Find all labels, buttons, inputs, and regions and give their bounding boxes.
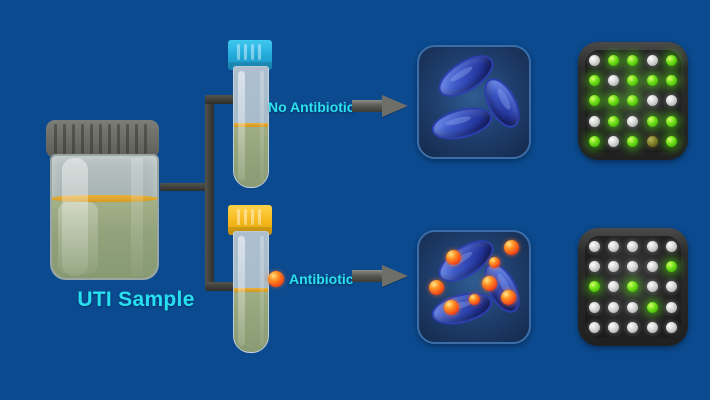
jar-lid-icon [46, 120, 159, 158]
well-r2-c4 [646, 261, 658, 273]
tube-glass [233, 231, 269, 353]
bracket-arm-top [205, 95, 237, 104]
well-r3-c5 [665, 281, 677, 293]
well-r4-c1 [589, 115, 601, 127]
well-r5-c4 [646, 136, 658, 148]
well-r4-c2 [608, 301, 620, 313]
bracket-spine [205, 95, 214, 291]
well-r1-c3 [627, 240, 639, 252]
well-r1-c1 [589, 240, 601, 252]
well-r5-c4 [646, 322, 658, 334]
well-r3-c4 [646, 95, 658, 107]
well-grid [585, 236, 681, 338]
tube-meniscus-line [234, 123, 268, 127]
well-r4-c4 [646, 115, 658, 127]
well-r1-c1 [589, 54, 601, 66]
well-grid [585, 50, 681, 152]
tube-highlight-right [260, 236, 264, 346]
well-r3-c4 [646, 281, 658, 293]
well-r1-c4 [646, 54, 658, 66]
well-r4-c3 [627, 115, 639, 127]
bracket-arm-bottom [205, 282, 237, 291]
well-r1-c2 [608, 54, 620, 66]
well-r2-c3 [627, 75, 639, 87]
well-r1-c2 [608, 240, 620, 252]
well-r1-c4 [646, 240, 658, 252]
well-r3-c5 [665, 95, 677, 107]
condition-label-no-antibiotic: No Antibiotic [268, 99, 355, 115]
jar-urine-liquid [52, 200, 157, 278]
bacterium [428, 101, 496, 146]
well-r3-c2 [608, 281, 620, 293]
well-r3-c1 [589, 281, 601, 293]
well-r5-c5 [665, 136, 677, 148]
antibiotic-particle [501, 290, 516, 305]
antibiotic-particle [482, 276, 497, 291]
well-r2-c4 [646, 75, 658, 87]
tube-highlight-right [260, 71, 264, 181]
jar-glass-highlight-right [131, 158, 143, 276]
well-r5-c5 [665, 322, 677, 334]
well-r1-c5 [665, 240, 677, 252]
well-r5-c3 [627, 322, 639, 334]
well-r5-c2 [608, 322, 620, 334]
condition-label-antibiotic: Antibiotic [289, 271, 354, 287]
jar-meniscus-line [52, 195, 157, 202]
jar-glass-highlight [62, 158, 88, 276]
antibiotic-particle [429, 280, 444, 295]
tube-meniscus-line [234, 288, 268, 292]
tube-highlight [238, 71, 245, 181]
well-r4-c1 [589, 301, 601, 313]
well-r5-c3 [627, 136, 639, 148]
well-r2-c2 [608, 75, 620, 87]
antibiotic-particle [504, 240, 519, 255]
tube-glass [233, 66, 269, 188]
antibiotic-particle [489, 257, 500, 268]
well-r4-c4 [646, 301, 658, 313]
antibiotic-particle [469, 294, 480, 305]
well-r4-c5 [665, 115, 677, 127]
bracket-stem [160, 183, 210, 191]
well-r3-c1 [589, 95, 601, 107]
arrow-right-top [352, 95, 408, 117]
arrow-right-bottom [352, 265, 408, 287]
well-r3-c3 [627, 281, 639, 293]
bacteria-panel-antibiotic [417, 230, 531, 344]
well-r4-c2 [608, 115, 620, 127]
well-plate-no-antibiotic [578, 42, 688, 160]
bacteria-panel-no-antibiotic [417, 45, 531, 159]
tube-highlight [238, 236, 245, 346]
well-r2-c1 [589, 75, 601, 87]
well-r2-c1 [589, 261, 601, 273]
antibiotic-particle [444, 300, 459, 315]
well-r2-c3 [627, 261, 639, 273]
jar-body [50, 154, 159, 280]
sample-label: UTI Sample [77, 288, 195, 311]
well-r4-c5 [665, 301, 677, 313]
well-r1-c5 [665, 54, 677, 66]
jar-liquid-sheen [58, 202, 98, 274]
well-r1-c3 [627, 54, 639, 66]
well-r2-c5 [665, 75, 677, 87]
well-r3-c2 [608, 95, 620, 107]
uti-sample-jar: UTI Sample [40, 120, 194, 311]
well-r2-c2 [608, 261, 620, 273]
well-r5-c1 [589, 136, 601, 148]
well-r3-c3 [627, 95, 639, 107]
well-r4-c3 [627, 301, 639, 313]
antibiotic-particle [446, 250, 461, 265]
well-plate-antibiotic [578, 228, 688, 346]
well-r5-c2 [608, 136, 620, 148]
well-r2-c5 [665, 261, 677, 273]
antibiotic-particle-icon [268, 271, 284, 287]
well-r5-c1 [589, 322, 601, 334]
